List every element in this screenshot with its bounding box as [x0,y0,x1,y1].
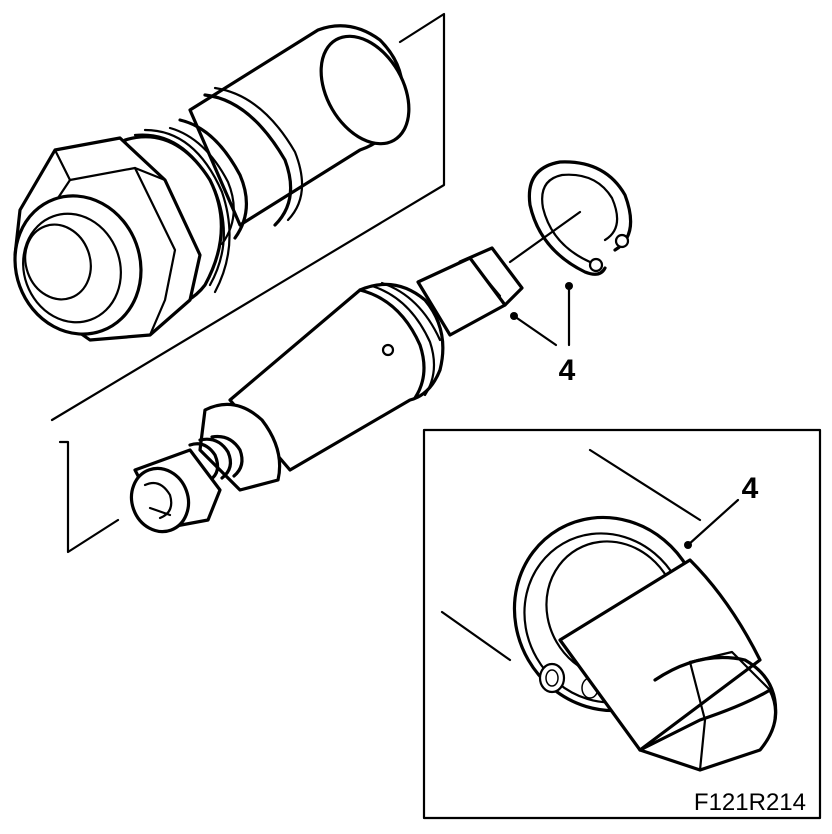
callout-label-detail: 4 [742,472,759,505]
main-leaders [508,210,582,347]
callout-label-main: 4 [559,354,576,387]
hex-nut-housing [13,24,411,342]
figure-code: F121R214 [694,789,806,816]
exploded-view-bracket [50,12,446,554]
circlip [527,160,633,276]
detail-inset [422,428,822,820]
valve-plunger [129,246,524,534]
